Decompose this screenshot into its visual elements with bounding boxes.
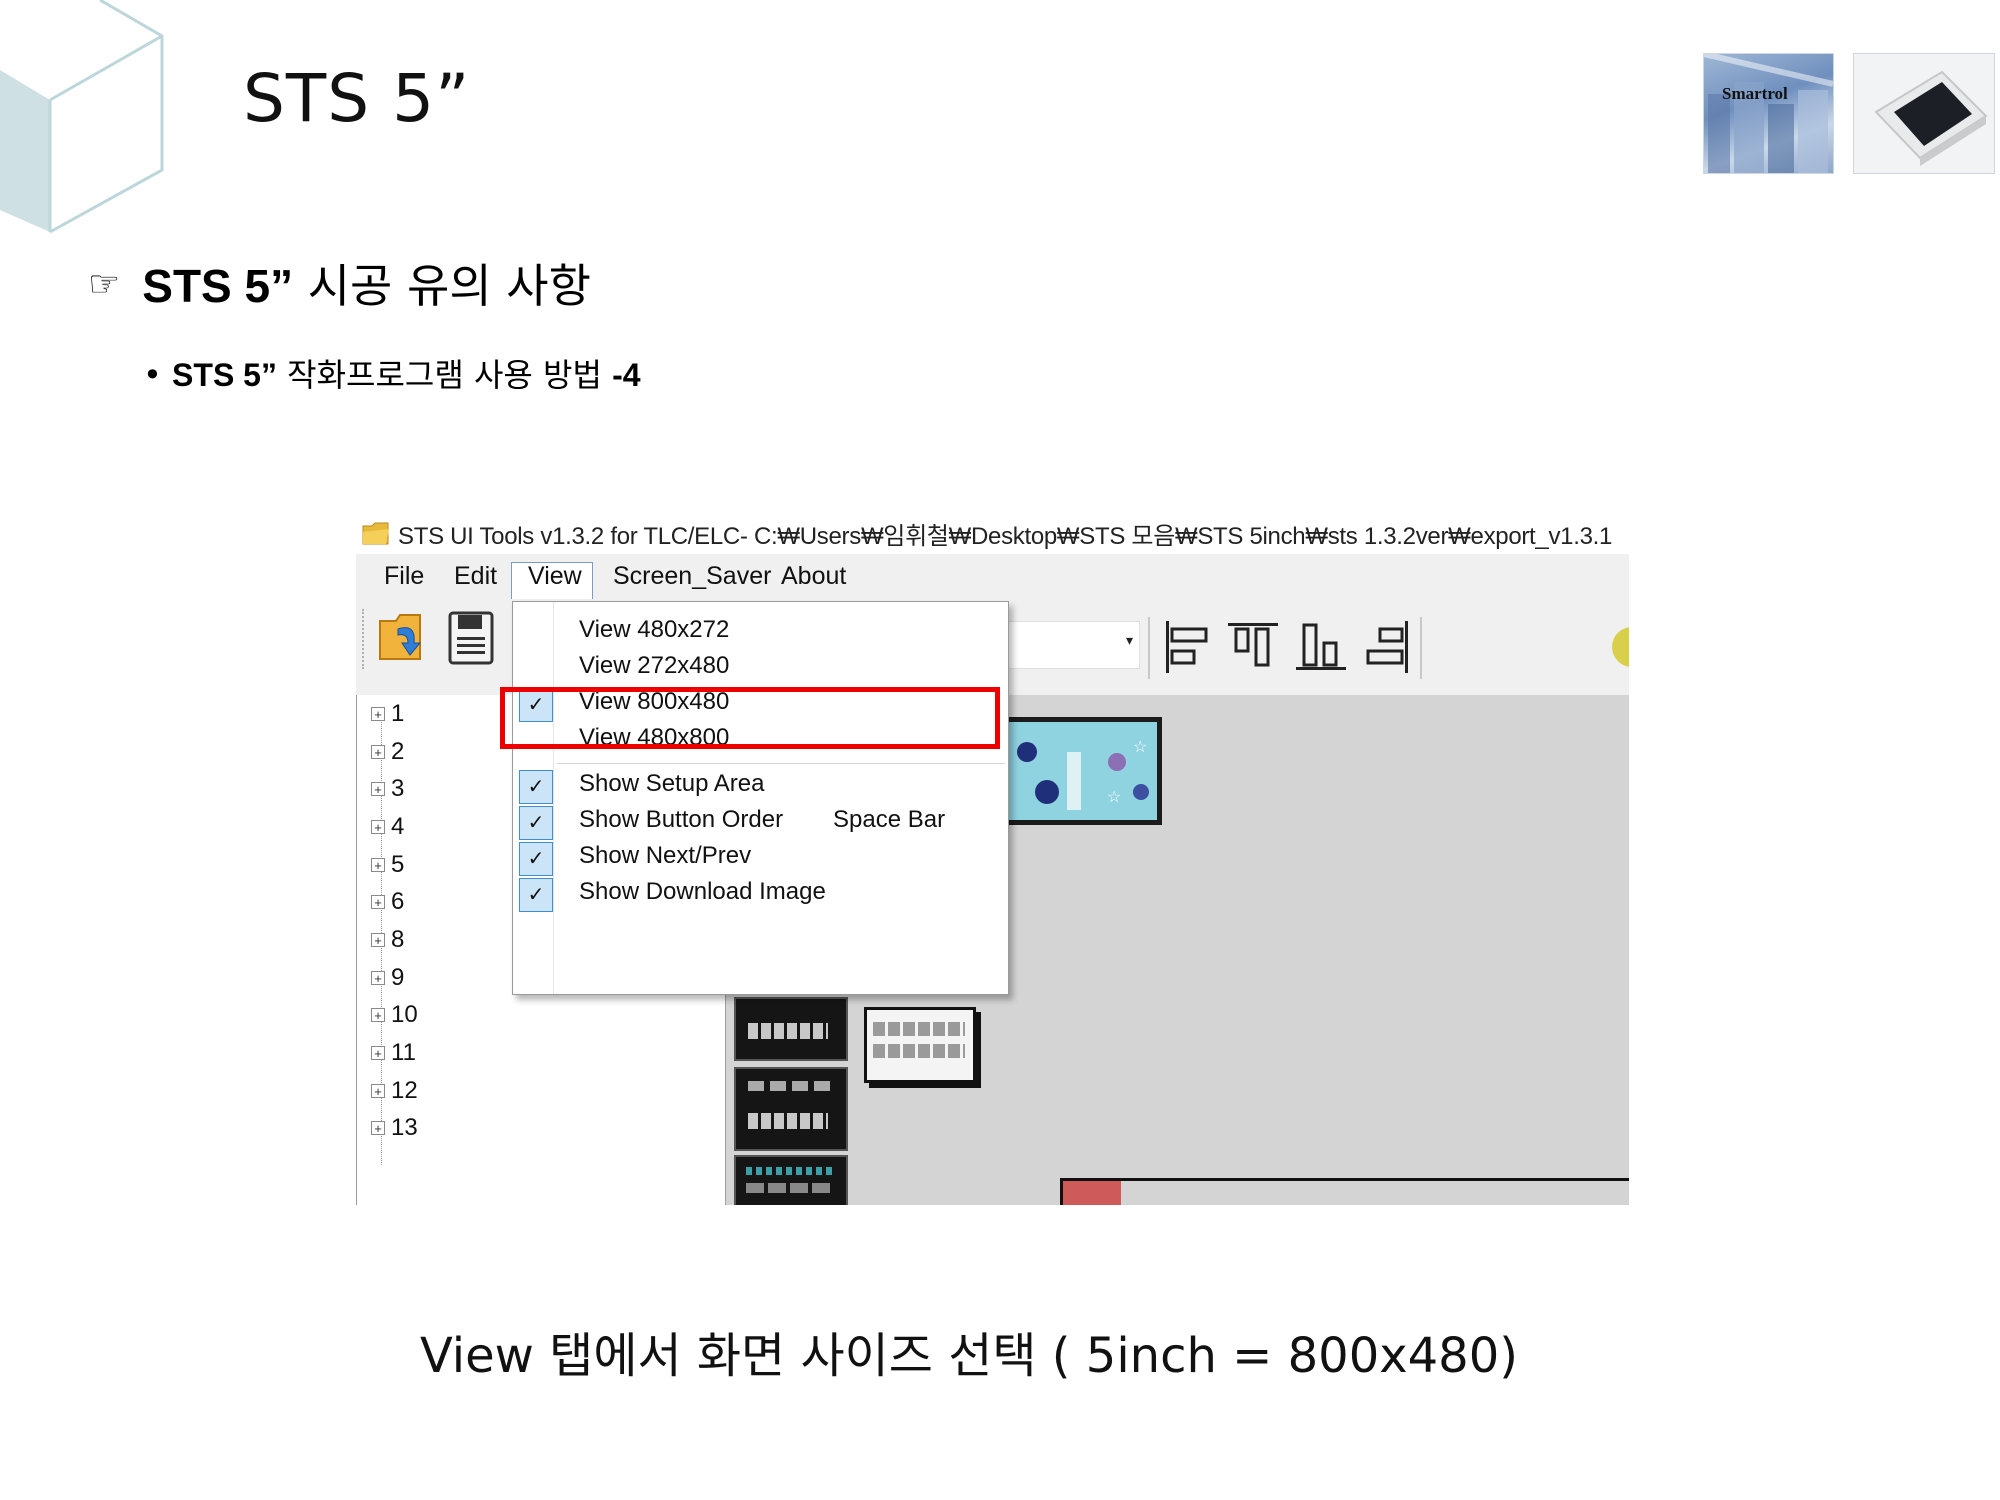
menu-gutter <box>553 602 554 994</box>
app-folder-icon <box>362 522 389 545</box>
toolbar-separator <box>1148 617 1150 679</box>
screen-thumbnail[interactable] <box>734 997 848 1061</box>
menu-item-show-setup-area[interactable]: Show Setup Area <box>579 770 765 797</box>
smiley-icon[interactable] <box>1612 627 1629 667</box>
svg-text:☆: ☆ <box>1107 789 1121 806</box>
toolbar-grip <box>362 609 366 669</box>
menu-screen-saver[interactable]: Screen_Saver <box>613 562 772 590</box>
slide-title: STS 5” <box>243 60 471 137</box>
logo-text: Smartrol <box>1722 84 1788 103</box>
tree-item[interactable]: +8 <box>371 926 404 954</box>
button-grid-widget[interactable] <box>864 1007 976 1083</box>
view-dropdown-menu: View 480x272 View 272x480 ✓ View 800x480… <box>512 601 1009 995</box>
align-top-icon[interactable] <box>1228 621 1278 673</box>
toolbar-separator <box>1420 617 1422 679</box>
highlight-box <box>500 687 1000 749</box>
menu-item-show-next-prev[interactable]: Show Next/Prev <box>579 842 752 869</box>
smartrol-logo: Smartrol <box>1703 53 1834 174</box>
hand-pointing-right-icon: ☞ <box>88 264 121 305</box>
section-heading: ☞STS 5” 시공 유의 사항 <box>88 259 591 313</box>
sub-heading: • STS 5” 작화프로그램 사용 방법 -4 <box>143 356 641 394</box>
tree-item[interactable]: +11 <box>371 1039 416 1067</box>
svg-text:☆: ☆ <box>1133 739 1147 756</box>
tree-item[interactable]: +13 <box>371 1114 418 1142</box>
tree-item[interactable]: +3 <box>371 775 404 803</box>
save-disk-icon[interactable] <box>448 611 494 665</box>
tree-item[interactable]: +4 <box>371 813 404 841</box>
slide-caption: View 탭에서 화면 사이즈 선택 ( 5inch = 800x480) <box>420 1328 1518 1384</box>
app-screenshot: STS UI Tools v1.3.2 for TLC/ELC- C:₩User… <box>354 510 1629 1205</box>
decorative-cube <box>0 0 164 234</box>
tree-item[interactable]: +9 <box>371 964 404 992</box>
checkmark-icon: ✓ <box>519 770 553 804</box>
checkmark-icon: ✓ <box>519 806 553 840</box>
tree-item[interactable]: +2 <box>371 738 404 766</box>
menu-item-view-800x480[interactable]: View 800x480 <box>579 688 730 715</box>
menu-item-show-button-order[interactable]: Show Button Order <box>579 806 784 833</box>
menu-separator <box>557 763 1005 764</box>
menu-view-open-tab <box>511 562 593 602</box>
preview-frame[interactable] <box>1060 1178 1629 1205</box>
menu-file[interactable]: File <box>384 562 425 590</box>
checkmark-icon: ✓ <box>519 842 553 876</box>
screen-thumbnail[interactable] <box>734 1155 848 1205</box>
menu-view[interactable]: View <box>528 562 582 590</box>
shortcut-label: Space Bar <box>833 806 946 833</box>
tree-item[interactable]: +12 <box>371 1077 418 1105</box>
menu-item-view-480x272[interactable]: View 480x272 <box>579 616 730 643</box>
window-titlebar: STS UI Tools v1.3.2 for TLC/ELC- C:₩User… <box>354 510 1629 554</box>
screen-thumbnail-art: ☆☆ <box>1007 722 1157 820</box>
open-folder-icon[interactable] <box>376 609 426 665</box>
menu-about[interactable]: About <box>781 562 847 590</box>
checkmark-icon: ✓ <box>519 878 553 912</box>
menu-item-show-download-image[interactable]: Show Download Image <box>579 878 826 905</box>
align-bottom-icon[interactable] <box>1296 621 1346 673</box>
tree-item[interactable]: +10 <box>371 1001 418 1029</box>
window-title: STS UI Tools v1.3.2 for TLC/ELC- C:₩User… <box>398 523 1613 550</box>
screen-thumbnail-decorated[interactable]: ☆☆ <box>1002 717 1162 825</box>
align-right-icon[interactable] <box>1362 621 1412 673</box>
screen-thumbnail[interactable] <box>734 1067 848 1151</box>
align-left-icon[interactable] <box>1162 621 1212 673</box>
device-photo <box>1853 53 1995 174</box>
menu-edit[interactable]: Edit <box>454 562 498 590</box>
chevron-down-icon: ▾ <box>1125 632 1133 648</box>
tree-item[interactable]: +1 <box>371 700 404 728</box>
menu-item-view-272x480[interactable]: View 272x480 <box>579 652 730 679</box>
tree-item[interactable]: +5 <box>371 851 404 879</box>
tree-item[interactable]: +6 <box>371 888 404 916</box>
